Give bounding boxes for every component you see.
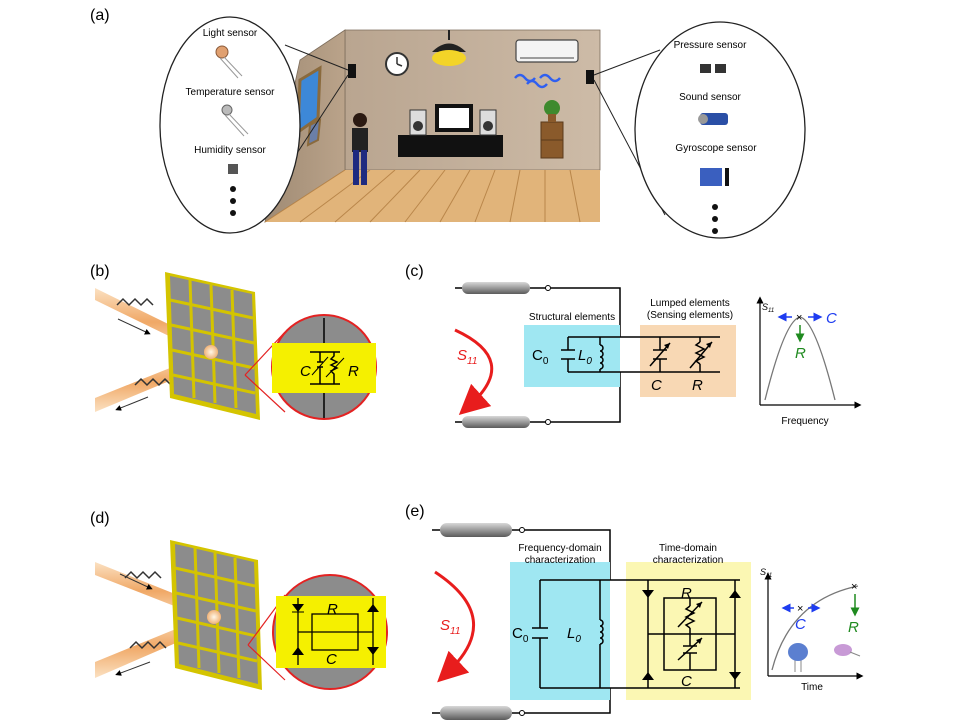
sound-sensor-label: Sound sensor: [679, 92, 741, 103]
panel-a-label: (a): [90, 7, 110, 24]
plot-c-c-annot: C: [826, 310, 837, 327]
gyroscope-sensor-icon: [700, 168, 729, 186]
plot-c-xlabel: Frequency: [781, 416, 828, 427]
b-r-label: R: [348, 363, 359, 380]
gyroscope-sensor-label: Gyroscope sensor: [675, 143, 757, 154]
e-s11-label: S11: [440, 617, 460, 637]
right-sensor-bubble: Pressure sensor Sound sensor Gyroscope s…: [593, 21, 806, 239]
lumped-elements-label: Lumped elements: [650, 298, 730, 309]
time-domain-label: Time-domain: [659, 543, 717, 554]
e-r-label: R: [681, 585, 692, 602]
temperature-sensor-icon: [221, 104, 249, 137]
e-c0-label: C0: [512, 625, 529, 645]
plot-e-c-annot: C: [795, 616, 806, 633]
c-c-label: C: [651, 377, 662, 394]
peak-marker-c: ×: [796, 312, 802, 324]
light-sensor-label: Light sensor: [203, 28, 258, 39]
c-r-label: R: [692, 377, 703, 394]
room-illustration: [264, 29, 601, 223]
panel-d-label: (d): [90, 510, 110, 527]
e-l0-label: L0: [567, 625, 581, 645]
b-c-label: C: [300, 363, 311, 380]
plot-e-ylabel: S11: [760, 567, 772, 579]
circuit-e: Frequency-domain characterization Time-d…: [432, 523, 751, 720]
metasurface-d: R C: [95, 540, 388, 690]
more-dots-left: [230, 186, 236, 216]
plot-e: S11 Time × × C R: [760, 567, 864, 693]
c-c0-label: C0: [532, 347, 549, 367]
panel-b-label: (b): [90, 263, 110, 280]
temperature-sensor-label: Temperature sensor: [186, 87, 276, 98]
plot-c: S11 Frequency × C R: [756, 296, 862, 427]
plot-c-ylabel: S11: [762, 302, 774, 314]
panel-e-label: (e): [405, 503, 425, 520]
plot-c-r-annot: R: [795, 345, 806, 362]
more-dots-right: [712, 204, 718, 234]
c-s11-label: S11: [457, 347, 477, 367]
pressure-sensor-label: Pressure sensor: [674, 40, 747, 51]
freq-domain-label: Frequency-domain: [518, 543, 601, 554]
metasurface-b: C R: [95, 272, 377, 420]
left-sensor-bubble: Light sensor Temperature sensor Humidity…: [159, 16, 349, 234]
sound-sensor-icon: [698, 113, 728, 125]
marker-e-1: ×: [797, 603, 803, 615]
e-c-label: C: [681, 673, 692, 690]
plot-e-r-annot: R: [848, 619, 859, 636]
circuit-c: Structural elements Lumped elements (Sen…: [454, 282, 736, 428]
pressure-sensor-icon: [700, 64, 726, 73]
c-l0-label: L0: [578, 347, 592, 367]
structural-elements-label: Structural elements: [529, 312, 615, 323]
sensing-elements-label: (Sensing elements): [647, 310, 733, 321]
time-domain-label-2: characterization: [653, 555, 724, 566]
freq-domain-label-2: characterization: [525, 555, 596, 566]
d-c-label: C: [326, 651, 337, 668]
d-r-label: R: [327, 601, 338, 618]
light-sensor-icon: [215, 45, 243, 79]
plot-e-xlabel: Time: [801, 682, 823, 693]
humidity-sensor-icon: [228, 164, 238, 174]
capacitor-photo-icon: [788, 643, 808, 672]
thermistor-photo-icon: [834, 644, 861, 657]
humidity-sensor-label: Humidity sensor: [194, 145, 266, 156]
marker-e-2: ×: [851, 581, 857, 593]
panel-c-label: (c): [405, 263, 424, 280]
